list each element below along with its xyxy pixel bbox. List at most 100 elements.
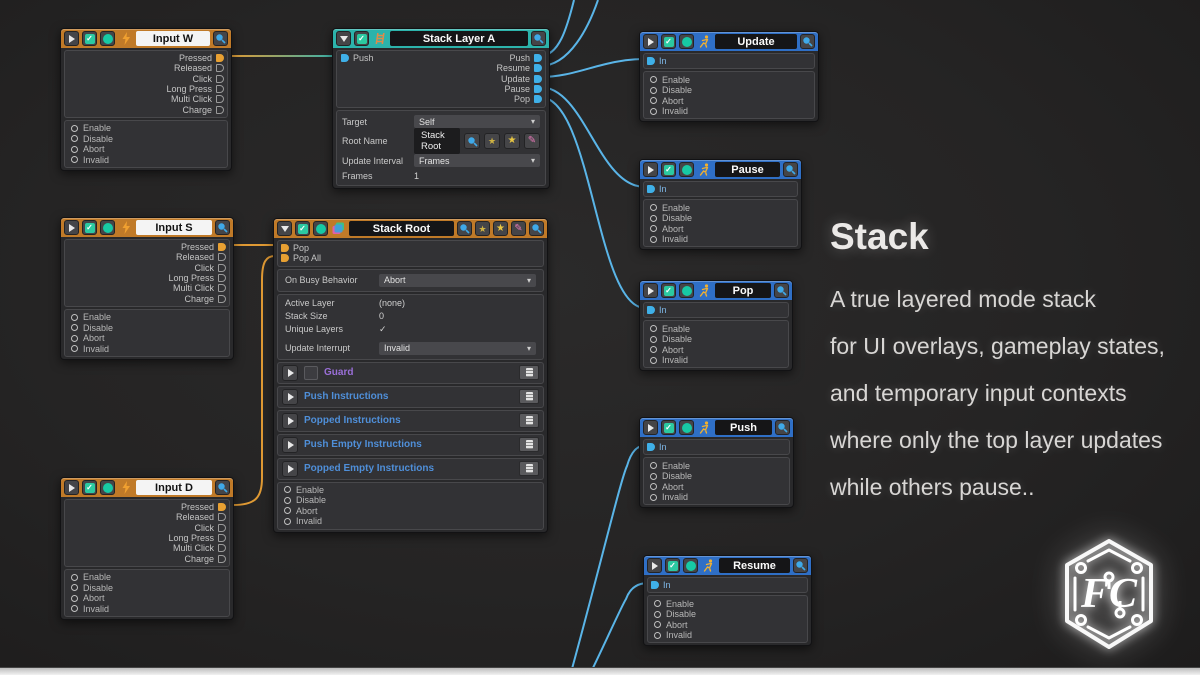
run-button[interactable] bbox=[282, 388, 298, 405]
event-port[interactable] bbox=[218, 253, 226, 262]
run-button[interactable] bbox=[282, 436, 298, 453]
status-button[interactable] bbox=[679, 283, 694, 298]
flow-in-port[interactable] bbox=[647, 306, 655, 315]
wire-stacklayer-pause[interactable] bbox=[539, 86, 646, 188]
circle-port[interactable] bbox=[284, 507, 291, 515]
expand-button[interactable] bbox=[64, 220, 79, 235]
expand-button[interactable] bbox=[643, 34, 658, 49]
instructions-button[interactable] bbox=[519, 389, 539, 405]
inspect-button[interactable] bbox=[215, 220, 230, 235]
favorite-button[interactable]: ★ bbox=[484, 133, 500, 149]
event-port[interactable] bbox=[216, 95, 224, 104]
circle-port[interactable] bbox=[71, 124, 78, 132]
enabled-checkbox[interactable]: ✓ bbox=[661, 162, 676, 177]
status-button[interactable] bbox=[679, 162, 694, 177]
guard-checkbox[interactable] bbox=[304, 365, 318, 380]
status-button[interactable] bbox=[100, 31, 115, 46]
event-port[interactable] bbox=[216, 85, 224, 94]
update-interrupt-dropdown[interactable]: Invalid▾ bbox=[379, 341, 536, 355]
flow-out-port[interactable] bbox=[534, 74, 542, 83]
wire-stacklayer-pop[interactable] bbox=[539, 96, 646, 309]
collapse-button[interactable] bbox=[277, 221, 292, 236]
circle-port[interactable] bbox=[650, 76, 657, 84]
instructions-button[interactable] bbox=[519, 437, 539, 453]
event-port[interactable] bbox=[218, 534, 226, 543]
circle-port[interactable] bbox=[71, 584, 78, 592]
collapse-button[interactable] bbox=[336, 31, 351, 46]
wire-offscreen-to-push[interactable] bbox=[569, 444, 648, 675]
circle-port[interactable] bbox=[284, 486, 291, 494]
event-port[interactable] bbox=[218, 544, 226, 553]
status-button[interactable] bbox=[683, 558, 698, 573]
inspect-button[interactable] bbox=[531, 31, 546, 46]
inspect-button[interactable] bbox=[775, 420, 790, 435]
status-button[interactable] bbox=[100, 480, 115, 495]
flow-in-port[interactable] bbox=[281, 254, 289, 263]
flow-out-port[interactable] bbox=[534, 85, 542, 94]
flow-out-port[interactable] bbox=[534, 54, 542, 63]
root-name-value[interactable]: Stack Root bbox=[414, 128, 460, 154]
enabled-checkbox[interactable]: ✓ bbox=[82, 480, 97, 495]
enabled-checkbox[interactable]: ✓ bbox=[661, 34, 676, 49]
event-port[interactable] bbox=[216, 105, 224, 114]
enabled-checkbox[interactable]: ✓ bbox=[82, 31, 97, 46]
expand-button[interactable] bbox=[643, 283, 658, 298]
event-port[interactable] bbox=[218, 554, 226, 563]
instructions-button[interactable] bbox=[519, 413, 539, 429]
event-port[interactable] bbox=[218, 274, 226, 283]
expand-button[interactable] bbox=[64, 31, 79, 46]
edit-button[interactable]: ✎ bbox=[511, 221, 526, 236]
flow-in-port[interactable] bbox=[647, 57, 655, 66]
run-button[interactable] bbox=[282, 364, 298, 381]
circle-port[interactable] bbox=[650, 483, 657, 491]
run-button[interactable] bbox=[282, 460, 298, 477]
circle-port[interactable] bbox=[71, 135, 78, 143]
status-button[interactable] bbox=[100, 220, 115, 235]
wire-offscreen-to-resume[interactable] bbox=[588, 582, 649, 675]
instructions-button[interactable] bbox=[519, 461, 539, 477]
event-port[interactable] bbox=[218, 523, 226, 532]
flow-in-port[interactable] bbox=[651, 581, 659, 590]
enabled-checkbox[interactable]: ✓ bbox=[295, 221, 310, 236]
status-button[interactable] bbox=[679, 34, 694, 49]
circle-port[interactable] bbox=[71, 605, 78, 613]
update-interval-dropdown[interactable]: Frames▾ bbox=[414, 154, 540, 167]
circle-port[interactable] bbox=[650, 346, 657, 354]
event-port[interactable] bbox=[218, 503, 226, 512]
circle-port[interactable] bbox=[650, 235, 657, 243]
edit-button[interactable]: ✎ bbox=[524, 133, 540, 149]
circle-port[interactable] bbox=[650, 86, 657, 94]
circle-port[interactable] bbox=[284, 496, 291, 504]
event-port[interactable] bbox=[216, 74, 224, 83]
inspect-button[interactable] bbox=[800, 34, 815, 49]
circle-port[interactable] bbox=[650, 472, 657, 480]
circle-port[interactable] bbox=[650, 214, 657, 222]
circle-port[interactable] bbox=[71, 594, 78, 602]
enabled-checkbox[interactable]: ✓ bbox=[354, 31, 369, 46]
circle-port[interactable] bbox=[650, 335, 657, 343]
circle-port[interactable] bbox=[650, 325, 657, 333]
find-button[interactable] bbox=[464, 133, 480, 149]
circle-port[interactable] bbox=[71, 313, 78, 321]
flow-out-port[interactable] bbox=[534, 95, 542, 104]
inspect-button[interactable] bbox=[793, 558, 808, 573]
circle-port[interactable] bbox=[284, 517, 291, 525]
circle-port[interactable] bbox=[71, 573, 78, 581]
frames-value[interactable]: 1 bbox=[414, 171, 420, 181]
circle-port[interactable] bbox=[650, 225, 657, 233]
circle-port[interactable] bbox=[650, 204, 657, 212]
event-port[interactable] bbox=[216, 54, 224, 63]
inspect-button[interactable] bbox=[774, 283, 789, 298]
circle-port[interactable] bbox=[654, 621, 661, 629]
favorite-button[interactable]: ★ bbox=[475, 221, 490, 236]
expand-button[interactable] bbox=[643, 420, 658, 435]
circle-port[interactable] bbox=[650, 462, 657, 470]
flow-in-port[interactable] bbox=[647, 443, 655, 452]
enabled-checkbox[interactable]: ✓ bbox=[665, 558, 680, 573]
